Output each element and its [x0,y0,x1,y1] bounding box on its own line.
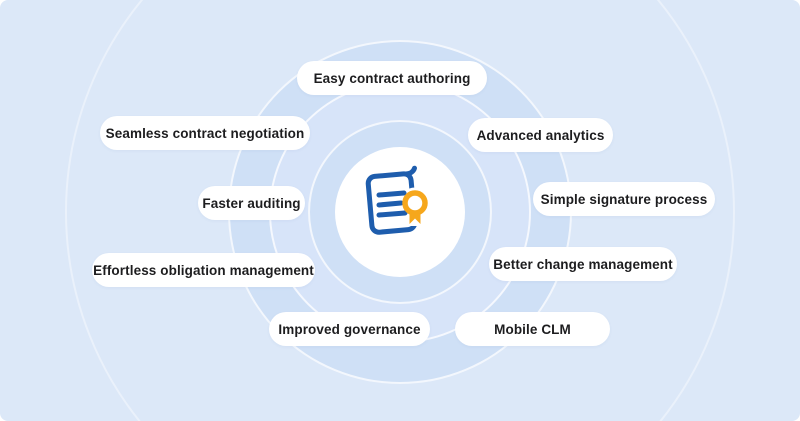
feature-label: Improved governance [278,321,421,337]
feature-label: Effortless obligation management [93,262,314,278]
feature-label: Seamless contract negotiation [105,125,305,141]
center-circle [335,147,465,277]
feature-pill: Improved governance [269,312,430,346]
feature-pill: Seamless contract negotiation [100,116,310,150]
feature-label: Mobile CLM [494,321,571,337]
feature-pill: Advanced analytics [468,118,613,152]
feature-pill: Better change management [489,247,677,281]
feature-pill: Mobile CLM [455,312,610,346]
feature-pill: Faster auditing [198,186,305,220]
ring-halo [65,0,735,421]
feature-label: Easy contract authoring [313,70,471,86]
feature-pill: Simple signature process [533,182,715,216]
feature-label: Better change management [493,256,673,272]
feature-pill: Effortless obligation management [92,253,315,287]
feature-label: Faster auditing [202,195,301,211]
feature-label: Simple signature process [540,191,708,207]
feature-label: Advanced analytics [476,127,605,143]
feature-pill: Easy contract authoring [297,61,487,95]
contract-certificate-icon [365,165,431,235]
